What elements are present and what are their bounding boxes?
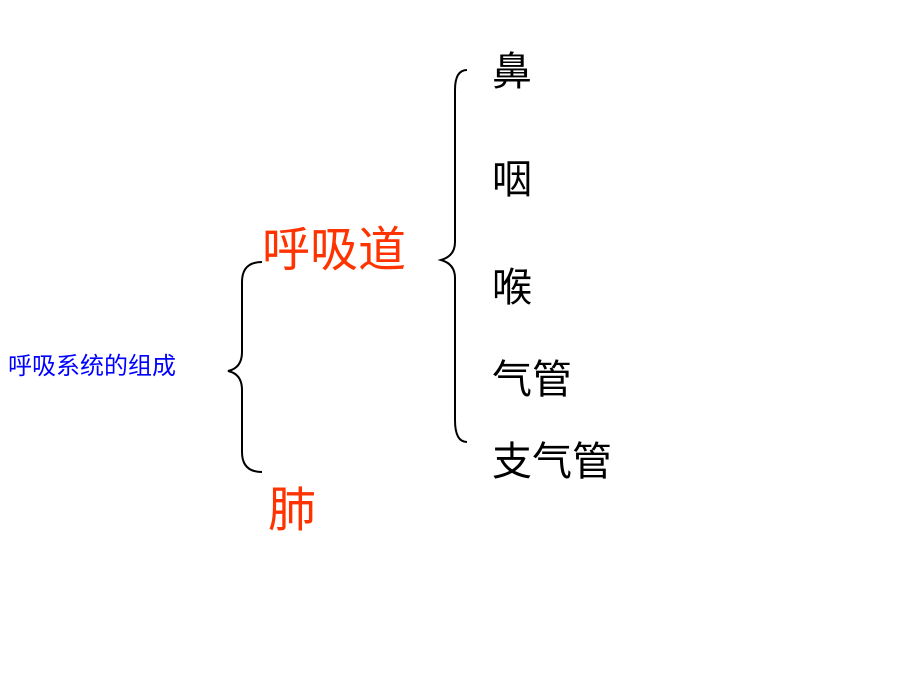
part-larynx: 喉 (492, 265, 532, 311)
lung-label: 肺 (268, 482, 317, 538)
part-bronchus: 支气管 (492, 439, 612, 485)
airway-label: 呼吸道 (262, 222, 407, 278)
part-pharynx: 咽 (492, 157, 532, 203)
airway-brace (437, 69, 468, 443)
root-label: 呼吸系统的组成 (8, 352, 176, 380)
part-trachea: 气管 (492, 357, 572, 403)
root-brace (227, 261, 263, 473)
part-nose: 鼻 (492, 49, 532, 95)
